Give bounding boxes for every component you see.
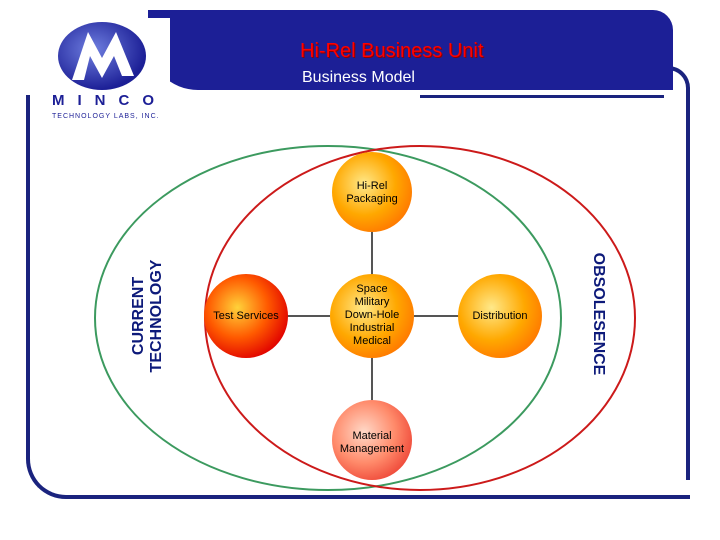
slide-frame-left <box>26 95 690 499</box>
node-center <box>330 274 414 358</box>
node-right-label: Distribution <box>472 310 528 322</box>
current-technology-ellipse <box>94 145 562 491</box>
logo <box>50 18 170 128</box>
logo-tagline: TECHNOLOGY LABS, INC. <box>52 113 160 120</box>
node-left <box>204 274 288 358</box>
minco-logo-icon <box>58 22 146 90</box>
node-left-label: Test Services <box>213 310 279 322</box>
node-bottom <box>332 400 412 480</box>
slide-frame-right <box>668 66 690 480</box>
node-center-label: Space Military Down-Hole Industrial Medi… <box>344 283 400 347</box>
page-title: Hi-Rel Business Unit <box>300 40 484 62</box>
header-banner <box>148 10 673 90</box>
page-subtitle: Business Model <box>302 69 415 86</box>
logo-wordmark: MINCO <box>52 92 167 109</box>
obsolescence-label: OBSOLESENCE <box>590 252 607 376</box>
node-top <box>332 152 412 232</box>
current-technology-label: CURRENT TECHNOLOGY <box>130 259 165 373</box>
header-rule <box>420 95 664 98</box>
node-right <box>458 274 542 358</box>
